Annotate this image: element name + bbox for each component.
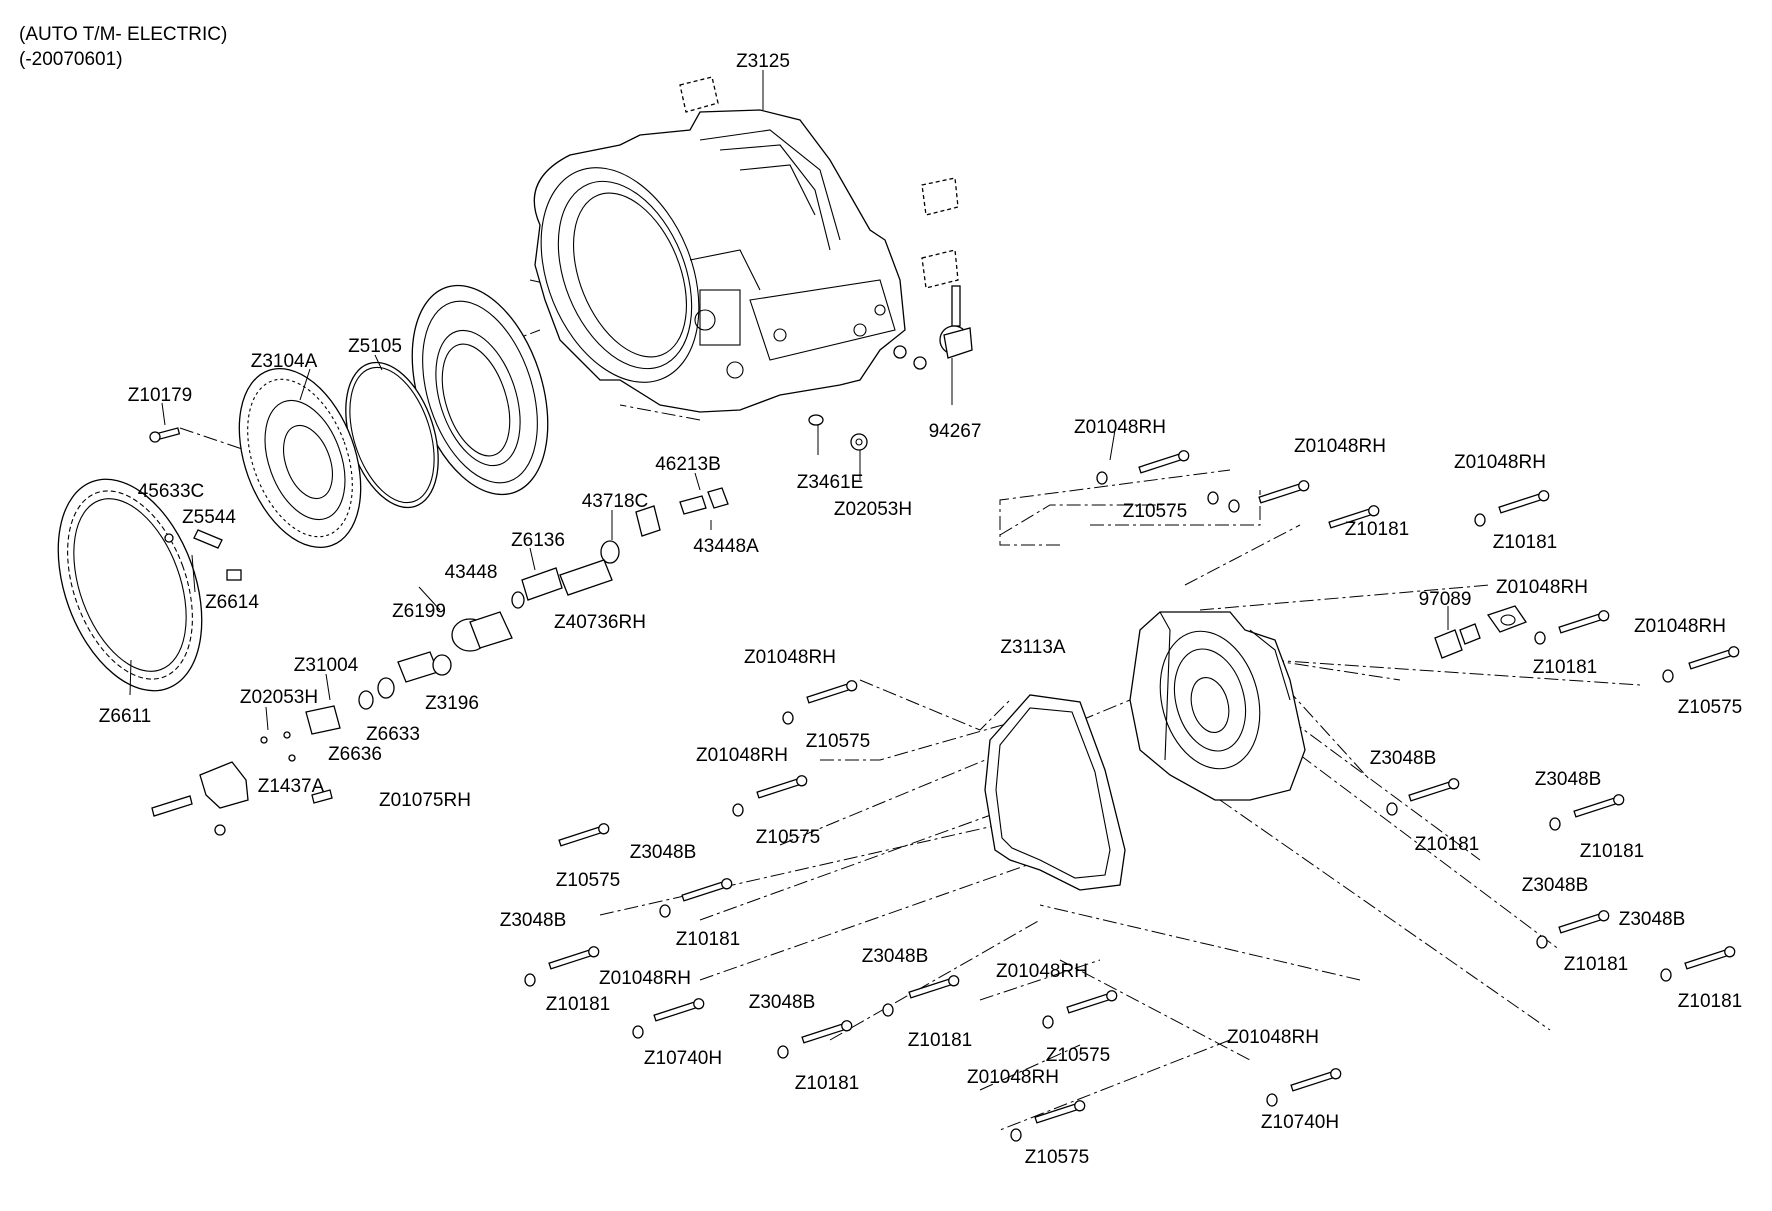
label-97089: 97089 (1419, 589, 1472, 610)
dipstick-tube (939, 285, 973, 405)
callout-label: Z01048RH (1634, 616, 1726, 637)
callout-label: Z10740H (644, 1048, 722, 1069)
callout-label: Z10181 (1493, 532, 1557, 553)
label-Z31004: Z31004 (294, 655, 359, 676)
label-43718C: 43718C (582, 491, 649, 512)
part-labels: Z3125 Z3104A Z5105 Z10179 45633C Z5544 Z… (99, 51, 1742, 1168)
callout-label: Z10181 (546, 994, 610, 1015)
callout-label: Z10575 (1123, 501, 1187, 522)
case-plates (679, 76, 959, 289)
callout-label: Z10575 (1678, 697, 1742, 718)
callout-label: Z3048B (630, 842, 697, 863)
callout-label: Z3048B (1619, 909, 1686, 930)
leader-lines (129, 70, 1449, 731)
callout-label: Z01048RH (996, 961, 1088, 982)
label-Z6636: Z6636 (328, 744, 382, 765)
label-43448: 43448 (445, 562, 498, 583)
callout-label: Z3048B (1370, 748, 1437, 769)
callout-label: Z10181 (1415, 834, 1479, 855)
callout-label: Z10575 (556, 870, 620, 891)
label-Z6633: Z6633 (366, 724, 420, 745)
callout-label: Z3048B (862, 946, 929, 967)
valve-body-parts (151, 487, 729, 836)
callout-label: Z10181 (1678, 991, 1742, 1012)
label-Z6611: Z6611 (99, 706, 151, 727)
callout-label: Z10575 (1046, 1045, 1110, 1066)
housing-gasket (984, 694, 1126, 891)
label-Z3461E: Z3461E (797, 472, 864, 493)
label-45633C: 45633C (138, 481, 205, 502)
label-Z3113A: Z3113A (1000, 637, 1065, 658)
callout-label: Z3048B (500, 910, 567, 931)
callout-label: Z3048B (1535, 769, 1602, 790)
label-46213B: 46213B (655, 454, 721, 475)
callout-label: Z10181 (1345, 519, 1409, 540)
callout-label: Z10575 (756, 827, 820, 848)
label-Z5544: Z5544 (182, 507, 236, 528)
label-Z02053H-right: Z02053H (834, 499, 912, 520)
label-Z3125: Z3125 (736, 51, 790, 72)
rear-housing (1129, 611, 1306, 801)
label-Z3104A: Z3104A (251, 351, 318, 372)
callout-label: Z01048RH (744, 647, 836, 668)
callout-label: Z01048RH (1496, 577, 1588, 598)
callout-label: Z10181 (908, 1030, 972, 1051)
piston-housing (411, 284, 549, 496)
callout-label: Z01048RH (967, 1067, 1059, 1088)
callout-label: Z3048B (1522, 875, 1589, 896)
label-Z10179: Z10179 (128, 385, 192, 406)
callout-label: Z3048B (749, 992, 816, 1013)
label-Z6199: Z6199 (392, 601, 446, 622)
callout-label: Z01048RH (1074, 417, 1166, 438)
callout-label: Z10181 (1564, 954, 1628, 975)
label-Z6136: Z6136 (511, 530, 565, 551)
transmission-case (533, 109, 906, 413)
gear-wheel (238, 367, 362, 549)
callout-label: Z10575 (1025, 1147, 1089, 1168)
callout-label: Z01048RH (1227, 1027, 1319, 1048)
label-Z5105: Z5105 (348, 336, 402, 357)
callout-label: Z01048RH (599, 968, 691, 989)
callout-label: Z01048RH (1294, 436, 1386, 457)
label-Z40736RH: Z40736RH (554, 612, 646, 633)
callout-label: Z10181 (1533, 657, 1597, 678)
callout-label: Z10181 (795, 1073, 859, 1094)
callout-label: Z01048RH (1454, 452, 1546, 473)
label-Z3196: Z3196 (425, 693, 479, 714)
callout-label: Z10181 (1580, 841, 1644, 862)
diagram-date-range: (-20070601) (19, 49, 123, 70)
callout-label: Z10740H (1261, 1112, 1339, 1133)
speed-sensor (1434, 605, 1528, 659)
label-43448A: 43448A (693, 536, 759, 557)
fasteners (524, 450, 1740, 1142)
diagram-title: (AUTO T/M- ELECTRIC) (19, 24, 228, 45)
label-94267: 94267 (929, 421, 982, 442)
case-plugs (808, 345, 927, 480)
label-Z6614: Z6614 (205, 592, 259, 613)
callout-label: Z01048RH (696, 745, 788, 766)
tone-ring (57, 478, 203, 692)
callout-label: Z10575 (806, 731, 870, 752)
small-hardware-left (149, 427, 242, 581)
label-Z01075RH: Z01075RH (379, 790, 471, 811)
label-Z02053H-left: Z02053H (240, 687, 318, 708)
callout-label: Z10181 (676, 929, 740, 950)
assembly-lines (179, 279, 1641, 1131)
label-Z1437A: Z1437A (258, 776, 325, 797)
